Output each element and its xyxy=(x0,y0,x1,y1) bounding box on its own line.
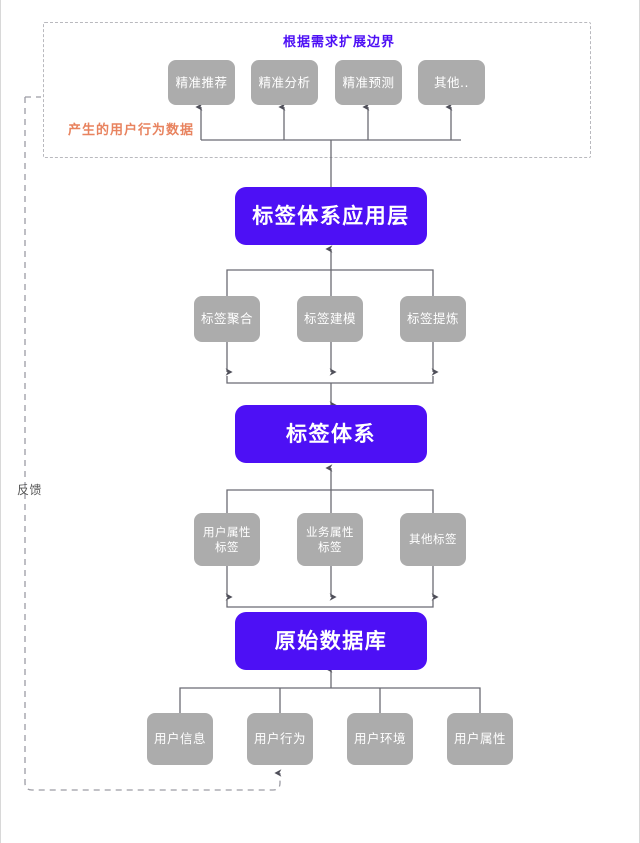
source-box-1[interactable]: 用户信息 xyxy=(147,713,213,765)
outcome-box-3[interactable]: 精准预测 xyxy=(335,60,402,105)
layer-database-box[interactable]: 原始数据库 xyxy=(235,612,427,670)
tag-process-box-2[interactable]: 标签建模 xyxy=(297,296,363,342)
source-box-3[interactable]: 用户环境 xyxy=(347,713,413,765)
source-box-4[interactable]: 用户属性 xyxy=(447,713,513,765)
expand-boundary-title: 根据需求扩展边界 xyxy=(283,35,396,50)
layer-application-box[interactable]: 标签体系应用层 xyxy=(235,187,427,245)
outcome-box-1[interactable]: 精准推荐 xyxy=(168,60,235,105)
layer-tag-system-box[interactable]: 标签体系 xyxy=(235,405,427,463)
tag-type-box-1[interactable]: 用户属性 标签 xyxy=(194,513,260,566)
tag-type-box-2[interactable]: 业务属性 标签 xyxy=(297,513,363,566)
tag-process-box-1[interactable]: 标签聚合 xyxy=(194,296,260,342)
expand-boundary-frame xyxy=(43,22,591,158)
source-box-2[interactable]: 用户行为 xyxy=(247,713,313,765)
outcome-box-4[interactable]: 其他.. xyxy=(418,60,485,105)
tag-process-box-3[interactable]: 标签提炼 xyxy=(400,296,466,342)
outcome-box-2[interactable]: 精准分析 xyxy=(251,60,318,105)
feedback-label: 反馈 xyxy=(17,483,43,497)
tag-type-box-3[interactable]: 其他标签 xyxy=(400,513,466,566)
behavior-data-label: 产生的用户行为数据 xyxy=(68,123,195,138)
